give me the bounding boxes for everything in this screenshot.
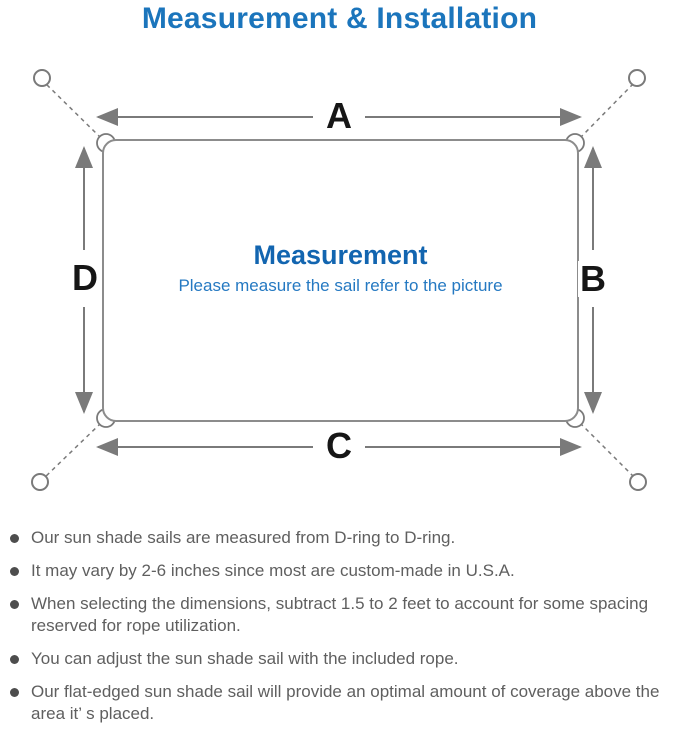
dimension-label-d: D <box>70 257 100 298</box>
note-item: Our sun shade sails are measured from D-… <box>10 527 673 549</box>
note-item: It may vary by 2-6 inches since most are… <box>10 560 673 582</box>
bullet-icon <box>10 688 19 697</box>
bullet-icon <box>10 655 19 664</box>
note-item: You can adjust the sun shade sail with t… <box>10 648 673 670</box>
diagram-heading: Measurement <box>253 240 428 270</box>
note-text: You can adjust the sun shade sail with t… <box>31 649 459 668</box>
note-text: Our sun shade sails are measured from D-… <box>31 528 456 547</box>
rope-line-bottom-right <box>579 422 637 480</box>
dimension-arrows <box>75 108 602 456</box>
dimension-label-b: B <box>578 258 608 299</box>
note-text: When selecting the dimensions, subtract … <box>31 594 649 635</box>
note-item: Our flat-edged sun shade sail will provi… <box>10 681 673 725</box>
anchor-ring-icon-top-right <box>628 69 646 87</box>
diagram-subheading: Please measure the sail refer to the pic… <box>178 276 503 295</box>
anchor-ring-icon-bottom-right <box>629 473 647 491</box>
note-item: When selecting the dimensions, subtract … <box>10 593 673 637</box>
d-rings <box>96 133 585 428</box>
measurement-diagram: A B C D Measurement Please measure the s… <box>31 69 647 491</box>
rope-line-top-right <box>579 81 636 139</box>
bullet-icon <box>10 534 19 543</box>
diagram-center-text: Measurement Please measure the sail refe… <box>103 240 578 296</box>
bullet-icon <box>10 600 19 609</box>
note-text: Our flat-edged sun shade sail will provi… <box>31 682 660 723</box>
diagram-graphics <box>31 69 647 491</box>
anchor-rings <box>31 69 647 491</box>
note-text: It may vary by 2-6 inches since most are… <box>31 561 515 580</box>
dimension-label-c: C <box>324 425 354 466</box>
dimension-label-a: A <box>324 95 354 136</box>
rope-lines <box>42 81 637 480</box>
bullet-icon <box>10 567 19 576</box>
anchor-ring-icon-bottom-left <box>31 473 49 491</box>
anchor-ring-icon-top-left <box>33 69 51 87</box>
page-title: Measurement & Installation <box>141 2 538 35</box>
rope-line-top-left <box>43 81 102 139</box>
notes-list: Our sun shade sails are measured from D-… <box>10 527 673 736</box>
rope-line-bottom-left <box>42 422 102 480</box>
